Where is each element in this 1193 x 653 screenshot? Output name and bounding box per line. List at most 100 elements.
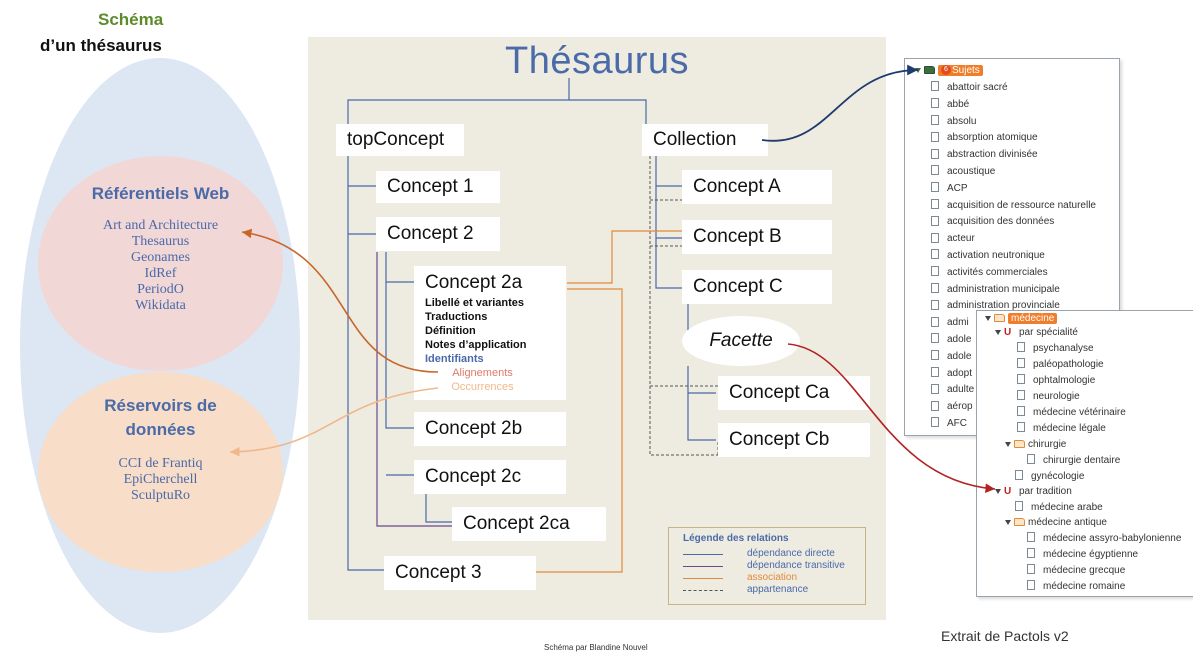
tree-leaf[interactable]: adole	[931, 349, 971, 365]
tree-node-chirurgie[interactable]: chirurgie	[1005, 437, 1066, 453]
tree-leaf[interactable]: administration municipale	[931, 282, 1060, 298]
tree-leaf[interactable]: activation neutronique	[931, 248, 1045, 264]
tree-leaf-label: absorption atomique	[947, 132, 1038, 144]
tree-node-label: chirurgie	[1028, 439, 1067, 450]
tree-leaf[interactable]: médecine vétérinaire	[1017, 405, 1126, 421]
document-icon	[1017, 342, 1025, 353]
tree-leaf[interactable]: médecine égyptienne	[1027, 547, 1138, 563]
folder-icon	[1014, 518, 1025, 527]
document-icon	[1027, 580, 1035, 591]
conceptB-node: Concept B	[682, 220, 832, 254]
tree-leaf-label: acteur	[947, 233, 975, 245]
document-icon	[931, 299, 939, 310]
tree-leaf[interactable]: ACP	[931, 181, 968, 197]
tree-leaf[interactable]: paléopathologie	[1017, 357, 1104, 373]
tree-leaf[interactable]: absolu	[931, 114, 976, 130]
tree-leaf[interactable]: aérop	[931, 399, 973, 415]
collection-node: Collection	[642, 124, 768, 156]
tree-leaf[interactable]: acoustique	[931, 164, 995, 180]
facette-node: Facette	[682, 316, 800, 366]
count-badge: 6	[941, 65, 951, 76]
schema-title: Schéma	[98, 10, 164, 29]
expand-icon[interactable]	[985, 315, 991, 321]
document-icon	[1015, 470, 1023, 481]
tree-node-label: par tradition	[1019, 486, 1072, 497]
document-icon	[931, 148, 939, 159]
tree-leaf[interactable]: acquisition de ressource naturelle	[931, 198, 1096, 214]
topconcept-node: topConcept	[336, 124, 464, 156]
tree-leaf-label: activités commerciales	[947, 266, 1048, 278]
reservoir-item: SculptuRo	[130, 488, 191, 503]
web-item: IdRef	[144, 266, 177, 281]
tree-leaf[interactable]: médecine romaine	[1027, 579, 1125, 595]
tree-leaf[interactable]: adulte	[931, 382, 974, 398]
legend-item-association: association	[683, 572, 863, 584]
tree-leaf[interactable]: neurologie	[1017, 389, 1080, 405]
web-referentials-circle: Référentiels Web Art and Architecture Th…	[38, 156, 283, 371]
tree-leaf[interactable]: ophtalmologie	[1017, 373, 1095, 389]
legend-line-transitive	[683, 566, 723, 567]
reservoir-item: EpiCherchell	[123, 472, 198, 487]
legend-label: association	[747, 572, 798, 583]
concept2a-properties: Libellé et variantes Traductions Définit…	[425, 296, 540, 394]
tree-leaf[interactable]: chirurgie dentaire	[1027, 453, 1120, 469]
tree-leaf-label: activation neutronique	[947, 250, 1045, 261]
tree-leaf[interactable]: acteur	[931, 231, 975, 247]
legend-item-direct: dépendance directe	[683, 548, 863, 560]
tree-node-medecine-antique[interactable]: médecine antique	[1005, 515, 1107, 531]
tree-leaf[interactable]: absorption atomique	[931, 130, 1038, 146]
document-icon	[1017, 390, 1025, 401]
tree-leaf[interactable]: abbé	[931, 97, 969, 113]
concept2a-node: Concept 2a Libellé et variantes Traducti…	[414, 266, 566, 400]
expand-icon[interactable]	[1005, 519, 1011, 525]
document-icon	[931, 131, 939, 142]
document-icon	[931, 165, 939, 176]
document-icon	[931, 266, 939, 277]
tree-leaf-label: acoustique	[947, 166, 996, 177]
concept2c-node: Concept 2c	[414, 460, 566, 494]
document-icon	[931, 316, 939, 327]
tree-leaf[interactable]: abstraction divinisée	[931, 147, 1038, 163]
tree-node-label: par spécialité	[1019, 327, 1078, 338]
tree-leaf[interactable]: acquisition des données	[931, 214, 1054, 230]
tree-leaf[interactable]: médecine grecque	[1027, 563, 1125, 579]
tree-leaf-label: médecine légale	[1033, 423, 1106, 434]
concept3-node: Concept 3	[384, 556, 536, 590]
folder-icon	[994, 314, 1005, 323]
tree-leaf[interactable]: psychanalyse	[1017, 341, 1094, 357]
property-label: Notes d’application	[425, 339, 527, 351]
document-icon	[931, 333, 939, 344]
tree-leaf[interactable]: admi	[931, 315, 969, 331]
tree-leaf[interactable]: activités commerciales	[931, 265, 1048, 281]
tree-leaf-label: adole	[947, 334, 972, 345]
tree-leaf[interactable]: administration provinciale	[931, 298, 1060, 314]
tree-leaf[interactable]: abattoir sacré	[931, 80, 1008, 96]
tree-leaf[interactable]: médecine assyro-babylonienne	[1027, 531, 1181, 547]
web-item: Thesaurus	[131, 234, 190, 249]
tree-leaf[interactable]: adopt	[931, 366, 972, 382]
tree-leaf-label: AFC	[947, 418, 967, 429]
legend-line-membership	[683, 590, 723, 591]
expand-icon[interactable]	[995, 488, 1001, 494]
tree-leaf-label: adulte	[947, 384, 975, 396]
tree-leaf-label: psychanalyse	[1033, 343, 1094, 354]
tree-leaf[interactable]: médecine arabe	[1015, 500, 1103, 516]
tree-leaf[interactable]: gynécologie	[1015, 469, 1084, 485]
document-icon	[1027, 548, 1035, 559]
property-label: Définition	[425, 325, 476, 337]
tree-leaf[interactable]: médecine légale	[1017, 421, 1106, 437]
expand-icon[interactable]	[1005, 441, 1011, 447]
web-item: Art and Architecture	[102, 218, 219, 233]
web-item: PeriodO	[137, 282, 184, 297]
tree-leaf[interactable]: AFC	[931, 416, 967, 432]
conceptCa-node: Concept Ca	[718, 376, 870, 410]
concept1-node: Concept 1	[376, 171, 500, 203]
tree-leaf-label: abbé	[947, 98, 970, 110]
tree-node-medecine[interactable]: médecine	[985, 311, 1058, 327]
tree-leaf[interactable]: adole	[931, 332, 971, 348]
document-icon	[1017, 406, 1025, 417]
document-icon	[931, 366, 939, 377]
expand-icon[interactable]	[995, 329, 1001, 335]
